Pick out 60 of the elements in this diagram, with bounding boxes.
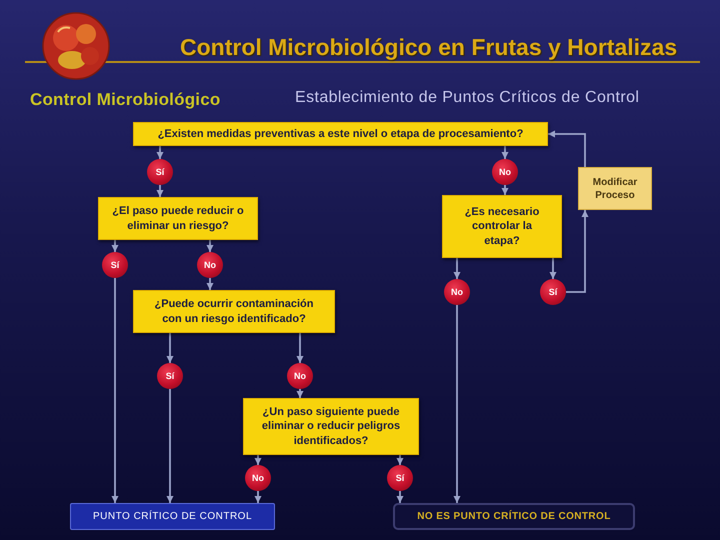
answer-circle	[540, 279, 566, 305]
arrow	[156, 185, 164, 197]
answer-circle	[287, 363, 313, 389]
decision-box	[98, 197, 258, 240]
result-text: PUNTO CRÍTICO DE CONTROL	[92, 511, 252, 522]
decision-box	[442, 195, 562, 258]
question-text: ¿Es necesario controlar la etapa?	[464, 205, 540, 248]
decision-box	[133, 290, 335, 333]
decision-box	[133, 122, 548, 146]
arrow	[502, 146, 508, 159]
question-text: ¿Un paso siguiente puede eliminar o reducir peligros identificados?	[260, 405, 402, 448]
arrow	[112, 240, 118, 252]
answer-text: Sí	[396, 473, 404, 483]
answer-circle	[492, 159, 518, 185]
slide-title: Control Microbiológico en Frutas y Hortalizas	[180, 34, 678, 61]
question-text: ¿Existen medidas preventivas a este nivel o etapa de procesamiento?	[158, 126, 524, 142]
section-heading: Control Microbiológico	[30, 90, 220, 110]
answer-text: No	[294, 371, 306, 381]
answer-circle	[245, 465, 271, 491]
arrow	[296, 333, 304, 363]
arrow	[454, 305, 460, 503]
arrow	[166, 333, 174, 363]
answer-text: Sí	[110, 260, 120, 270]
arrow	[254, 491, 262, 503]
arrow	[206, 278, 214, 290]
arrow	[206, 240, 214, 252]
arrow	[550, 258, 556, 279]
answer-circle	[387, 465, 413, 491]
result-text: NO ES PUNTO CRÍTICO DE CONTROL	[417, 511, 611, 522]
arrow	[502, 185, 508, 195]
question-text: ¿El paso puede reducir o eliminar un riesgo?	[111, 204, 245, 233]
arrow	[396, 491, 404, 503]
arrow	[548, 130, 586, 167]
answer-text: No	[451, 287, 463, 297]
arrow	[296, 389, 304, 398]
answer-text: Sí	[166, 371, 174, 381]
answer-text: Sí	[156, 167, 164, 177]
answer-text: Sí	[548, 287, 558, 297]
action-box	[578, 167, 652, 210]
section-subtitle: Establecimiento de Puntos Críticos de Control	[295, 88, 640, 108]
arrow	[396, 455, 404, 465]
arrow	[112, 278, 118, 503]
answer-circle	[157, 363, 183, 389]
arrow	[166, 389, 174, 503]
result-box	[393, 503, 635, 530]
arrow	[454, 258, 460, 279]
decision-box	[243, 398, 419, 455]
answer-circle	[444, 279, 470, 305]
action-text: Modificar Proceso	[592, 176, 638, 202]
answer-circle	[147, 159, 173, 185]
question-text: ¿Puede ocurrir contaminación con un riesgo identificado?	[154, 297, 314, 326]
arrow	[156, 146, 164, 159]
arrow	[254, 455, 262, 465]
answer-text: No	[499, 167, 511, 177]
answer-circle	[197, 252, 223, 278]
answer-text: No	[204, 260, 216, 270]
result-box	[70, 503, 275, 530]
answer-circle	[102, 252, 128, 278]
answer-text: No	[252, 473, 264, 483]
arrow	[566, 210, 588, 293]
